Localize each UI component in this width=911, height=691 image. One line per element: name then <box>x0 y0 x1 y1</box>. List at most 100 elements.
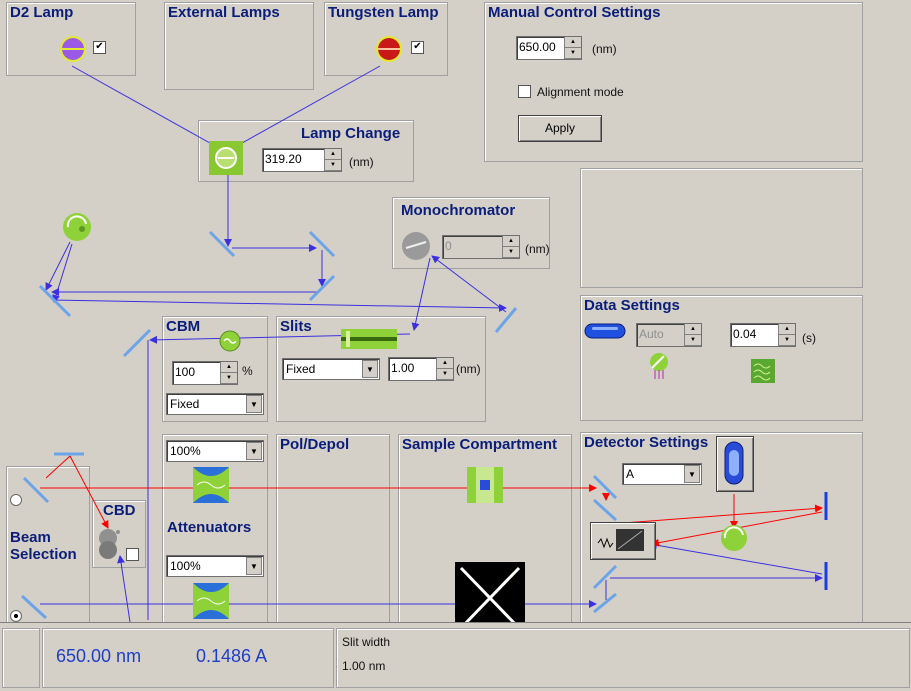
status-bar: 650.00 nm 0.1486 A Slit width 1.00 nm <box>0 622 911 691</box>
data-settings-panel: Data Settings <box>580 295 863 421</box>
lamp-change-unit: (nm) <box>349 155 374 169</box>
cbm-unit: % <box>242 364 253 378</box>
manual-control-title: Manual Control Settings <box>488 4 661 21</box>
detector-settings-title: Detector Settings <box>584 434 709 451</box>
alignment-mode-checkbox[interactable] <box>518 85 531 98</box>
data-mode-spinner: ▲▼ <box>636 323 702 347</box>
cbm-title: CBM <box>166 318 201 335</box>
status-slit-value: 1.00 nm <box>342 659 386 673</box>
tungsten-lamp-checkbox[interactable]: ✔ <box>411 41 424 54</box>
manual-wavelength-arrows[interactable]: ▲▼ <box>564 37 581 59</box>
beam-path-diagram <box>20 65 828 622</box>
lamp-change-wavelength-input[interactable] <box>265 151 323 167</box>
data-mode-input <box>639 326 681 342</box>
cbm-mode-value: Fixed <box>170 397 200 411</box>
signal-filter-icon[interactable] <box>750 358 776 384</box>
slits-mode-dropdown-icon[interactable]: ▼ <box>362 360 378 378</box>
cbm-panel: CBM <box>162 316 268 422</box>
status-readout-segment <box>42 628 334 688</box>
cbd-panel: CBD <box>92 500 146 568</box>
data-time-spinner[interactable]: ▲▼ <box>730 323 796 347</box>
sample-cell-icon[interactable] <box>466 466 504 504</box>
status-slit-segment <box>336 628 910 688</box>
slits-mode-value: Fixed <box>286 362 316 376</box>
attenuator-top-select[interactable]: 100% ▼ <box>166 440 264 462</box>
monochromator-unit: (nm) <box>525 242 550 256</box>
slit-icon[interactable] <box>340 328 398 350</box>
slits-title: Slits <box>280 318 312 335</box>
manual-wavelength-input[interactable] <box>519 39 561 55</box>
attenuator-top-value: 100% <box>170 444 201 458</box>
cbm-mode-select[interactable]: Fixed ▼ <box>166 393 264 415</box>
chopper-icon[interactable] <box>60 210 94 244</box>
manual-control-panel: Manual Control Settings <box>484 2 863 162</box>
d2-lamp-icon[interactable] <box>56 32 90 66</box>
monochromator-arrows: ▲▼ <box>502 236 519 258</box>
monochromator-input <box>445 238 501 254</box>
detector-mode-value: A <box>626 467 635 481</box>
attenuator-top-icon[interactable] <box>192 466 230 504</box>
monochromator-spinner: ▲▼ <box>442 235 520 259</box>
d2-lamp-title: D2 Lamp <box>10 4 74 21</box>
lamp-change-icon[interactable] <box>208 140 244 176</box>
monochromator-icon[interactable] <box>400 230 432 262</box>
slit-width-unit: (nm) <box>456 362 481 376</box>
lamp-change-arrows[interactable]: ▲▼ <box>324 149 341 171</box>
d2-lamp-panel: D2 Lamp <box>6 2 136 76</box>
cbm-value-arrows[interactable]: ▲▼ <box>220 362 237 384</box>
cbm-icon[interactable] <box>218 329 242 353</box>
detector-mode-select[interactable]: A ▼ <box>622 463 702 485</box>
status-slit-label: Slit width <box>342 635 391 649</box>
d2-lamp-checkbox[interactable]: ✔ <box>93 41 106 54</box>
tungsten-lamp-panel: Tungsten Lamp <box>324 2 448 76</box>
monochromator-title: Monochromator <box>401 202 516 219</box>
detector-tube-icon <box>724 441 744 485</box>
cbd-title: CBD <box>103 502 136 519</box>
pol-depol-title: Pol/Depol <box>280 436 350 453</box>
lamp-change-panel: Lamp Change <box>198 120 414 182</box>
status-left-segment <box>2 628 40 688</box>
beam-selection-title-1: Beam <box>10 529 51 546</box>
attenuator-bottom-icon[interactable] <box>192 582 230 620</box>
tungsten-lamp-icon[interactable] <box>372 32 406 66</box>
manual-wavelength-unit: (nm) <box>592 42 617 56</box>
external-lamps-title: External Lamps <box>168 4 280 21</box>
cbd-icon[interactable] <box>96 524 124 562</box>
attenuator-bottom-dropdown-icon[interactable]: ▼ <box>246 557 262 575</box>
slit-width-input[interactable] <box>391 360 433 376</box>
data-mode-arrows: ▲▼ <box>684 324 701 346</box>
cbm-mode-dropdown-icon[interactable]: ▼ <box>246 395 262 413</box>
attenuator-bottom-select[interactable]: 100% ▼ <box>166 555 264 577</box>
monochromator-panel: Monochromator <box>392 197 550 269</box>
attenuator-top-dropdown-icon[interactable]: ▼ <box>246 442 262 460</box>
lamp-change-title: Lamp Change <box>301 125 401 142</box>
sample-compartment-title: Sample Compartment <box>402 436 558 453</box>
pmt-detector-icon <box>597 529 644 551</box>
apply-button[interactable]: Apply <box>518 115 602 142</box>
tungsten-lamp-title: Tungsten Lamp <box>328 4 439 21</box>
cbm-value-spinner[interactable]: ▲▼ <box>172 361 238 385</box>
manual-wavelength-spinner[interactable]: ▲▼ <box>516 36 582 60</box>
detector-sphere-icon[interactable] <box>718 522 750 554</box>
cbd-checkbox[interactable] <box>126 548 139 561</box>
status-absorbance: 0.1486 A <box>196 646 268 666</box>
attenuator-bottom-value: 100% <box>170 559 201 573</box>
blank-panel <box>580 168 863 288</box>
beam-selection-title-2: Selection <box>10 546 77 563</box>
photodiode-icon[interactable] <box>648 352 670 380</box>
slit-width-spinner[interactable]: ▲▼ <box>388 357 454 381</box>
detector-mode-dropdown-icon[interactable]: ▼ <box>684 465 700 483</box>
beam-selection-radio-top[interactable] <box>10 494 22 506</box>
beam-selection-radio-bottom[interactable] <box>10 610 22 622</box>
slits-mode-select[interactable]: Fixed ▼ <box>282 358 380 380</box>
data-time-input[interactable] <box>733 326 775 342</box>
cbm-value-input[interactable] <box>175 364 217 380</box>
lamp-change-wavelength-spinner[interactable]: ▲▼ <box>262 148 342 172</box>
data-time-arrows[interactable]: ▲▼ <box>778 324 795 346</box>
alignment-mode-label: Alignment mode <box>537 85 624 99</box>
status-wavelength: 650.00 nm <box>56 646 142 666</box>
capsule-icon[interactable] <box>584 322 626 340</box>
attenuators-title: Attenuators <box>167 519 252 536</box>
slit-width-arrows[interactable]: ▲▼ <box>436 358 453 380</box>
data-time-unit: (s) <box>802 331 816 345</box>
